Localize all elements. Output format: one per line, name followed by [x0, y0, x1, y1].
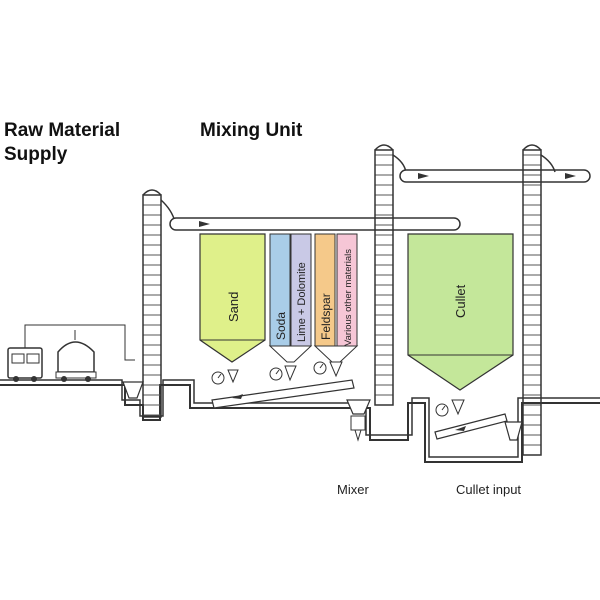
lower-conveyor	[211, 379, 355, 409]
cullet-input-caption: Cullet input	[456, 482, 522, 497]
tank-truck-icon	[55, 341, 97, 382]
conveyor-top-1	[169, 217, 461, 231]
mixing-unit-heading: Mixing Unit	[200, 120, 303, 141]
supply-pipe	[24, 324, 135, 361]
various-label: Various other materials	[343, 249, 354, 346]
sand-label: Sand	[226, 292, 241, 322]
elevator-3	[522, 144, 556, 456]
feldspar-silo: Feldspar	[314, 233, 336, 347]
supply-heading: Supply	[4, 144, 68, 165]
lime-dolomite-silo: Lime + Dolomite	[290, 233, 312, 347]
soda-silo: Soda	[269, 233, 291, 347]
arrow-icon	[418, 173, 429, 179]
scale-dial-icon	[211, 361, 343, 385]
conveyor-top-2	[399, 169, 591, 183]
lime-dolomite-label: Lime + Dolomite	[296, 262, 308, 342]
mixer-icon	[346, 399, 371, 442]
sand-silo: Sand	[199, 233, 266, 363]
arrow-icon	[565, 173, 576, 179]
truck-icon	[7, 347, 43, 382]
cullet-scale-icon	[435, 399, 465, 417]
cullet-label: Cullet	[453, 284, 468, 318]
receiving-hopper	[122, 381, 144, 399]
soda-label: Soda	[274, 312, 288, 340]
various-silo: Various other materials	[336, 233, 358, 347]
elevator-2	[374, 144, 407, 406]
cullet-conveyor	[434, 413, 508, 440]
mixer-caption: Mixer	[337, 482, 369, 497]
arrow-icon	[199, 221, 210, 227]
raw-material-heading: Raw Material	[4, 120, 121, 141]
cullet-input-hopper	[504, 421, 523, 441]
feldspar-label: Feldspar	[319, 293, 333, 340]
ground-inner	[0, 379, 600, 458]
cullet-silo: Cullet	[407, 233, 514, 391]
